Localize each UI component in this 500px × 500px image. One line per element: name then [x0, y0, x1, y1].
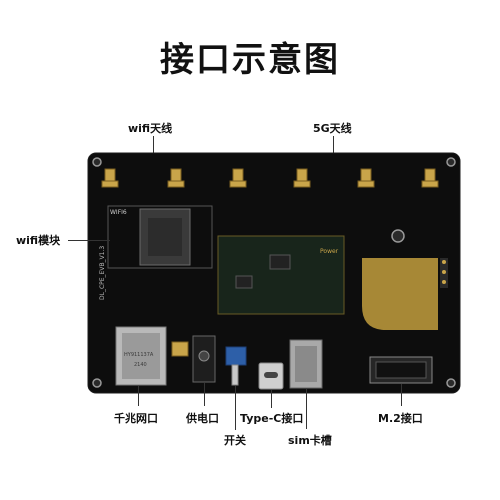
5g-antenna-label: 5G天线	[313, 122, 352, 135]
rj45-silkscreen-top: HY911137A	[124, 352, 154, 358]
jumper-header	[171, 341, 189, 357]
5g-sma-2	[293, 168, 311, 188]
switch-label: 开关	[224, 434, 246, 447]
mount-hole-br	[446, 378, 456, 388]
wifi6-silkscreen: WIFI6	[110, 209, 127, 216]
mount-hole-tl	[92, 157, 102, 167]
m2-pointer	[401, 384, 402, 406]
mount-hole-bl	[92, 378, 102, 388]
typec-label: Type-C接口	[240, 412, 304, 425]
power-pointer	[204, 383, 205, 406]
mount-hole-mid	[391, 229, 405, 243]
5g-sma-1	[229, 168, 247, 188]
wifi-antenna-pointer	[153, 136, 154, 156]
5g-sma-3	[357, 168, 375, 188]
sim-label: sim卡槽	[288, 434, 332, 447]
sim-pointer	[306, 389, 307, 429]
power-label: 供电口	[186, 412, 219, 425]
toggle-switch	[225, 346, 247, 366]
ethernet-pointer	[138, 386, 139, 406]
switch-pointer	[235, 386, 236, 430]
wifi-module-pointer	[68, 240, 110, 241]
5g-antenna-pointer	[333, 136, 334, 156]
wifi-antenna-label: wifi天线	[128, 122, 173, 135]
ethernet-label: 千兆网口	[114, 412, 158, 425]
typec-pointer	[271, 390, 272, 408]
m2-label: M.2接口	[378, 412, 423, 425]
wifi-module-outline	[107, 205, 213, 269]
gold-pad	[362, 258, 438, 330]
wifi-sma-1	[101, 168, 119, 188]
power-silkscreen: Power	[320, 248, 339, 255]
rj45-silkscreen-bottom: 2140	[134, 362, 147, 368]
5g-sma-4	[421, 168, 439, 188]
mount-hole-tr	[446, 157, 456, 167]
wifi-module-label: wifi模块	[16, 234, 61, 247]
page-title: 接口示意图	[160, 40, 340, 80]
model-silkscreen: DL_CPE_EVB_V1.3	[99, 246, 106, 300]
wifi-sma-2	[167, 168, 185, 188]
power-area	[217, 235, 345, 315]
